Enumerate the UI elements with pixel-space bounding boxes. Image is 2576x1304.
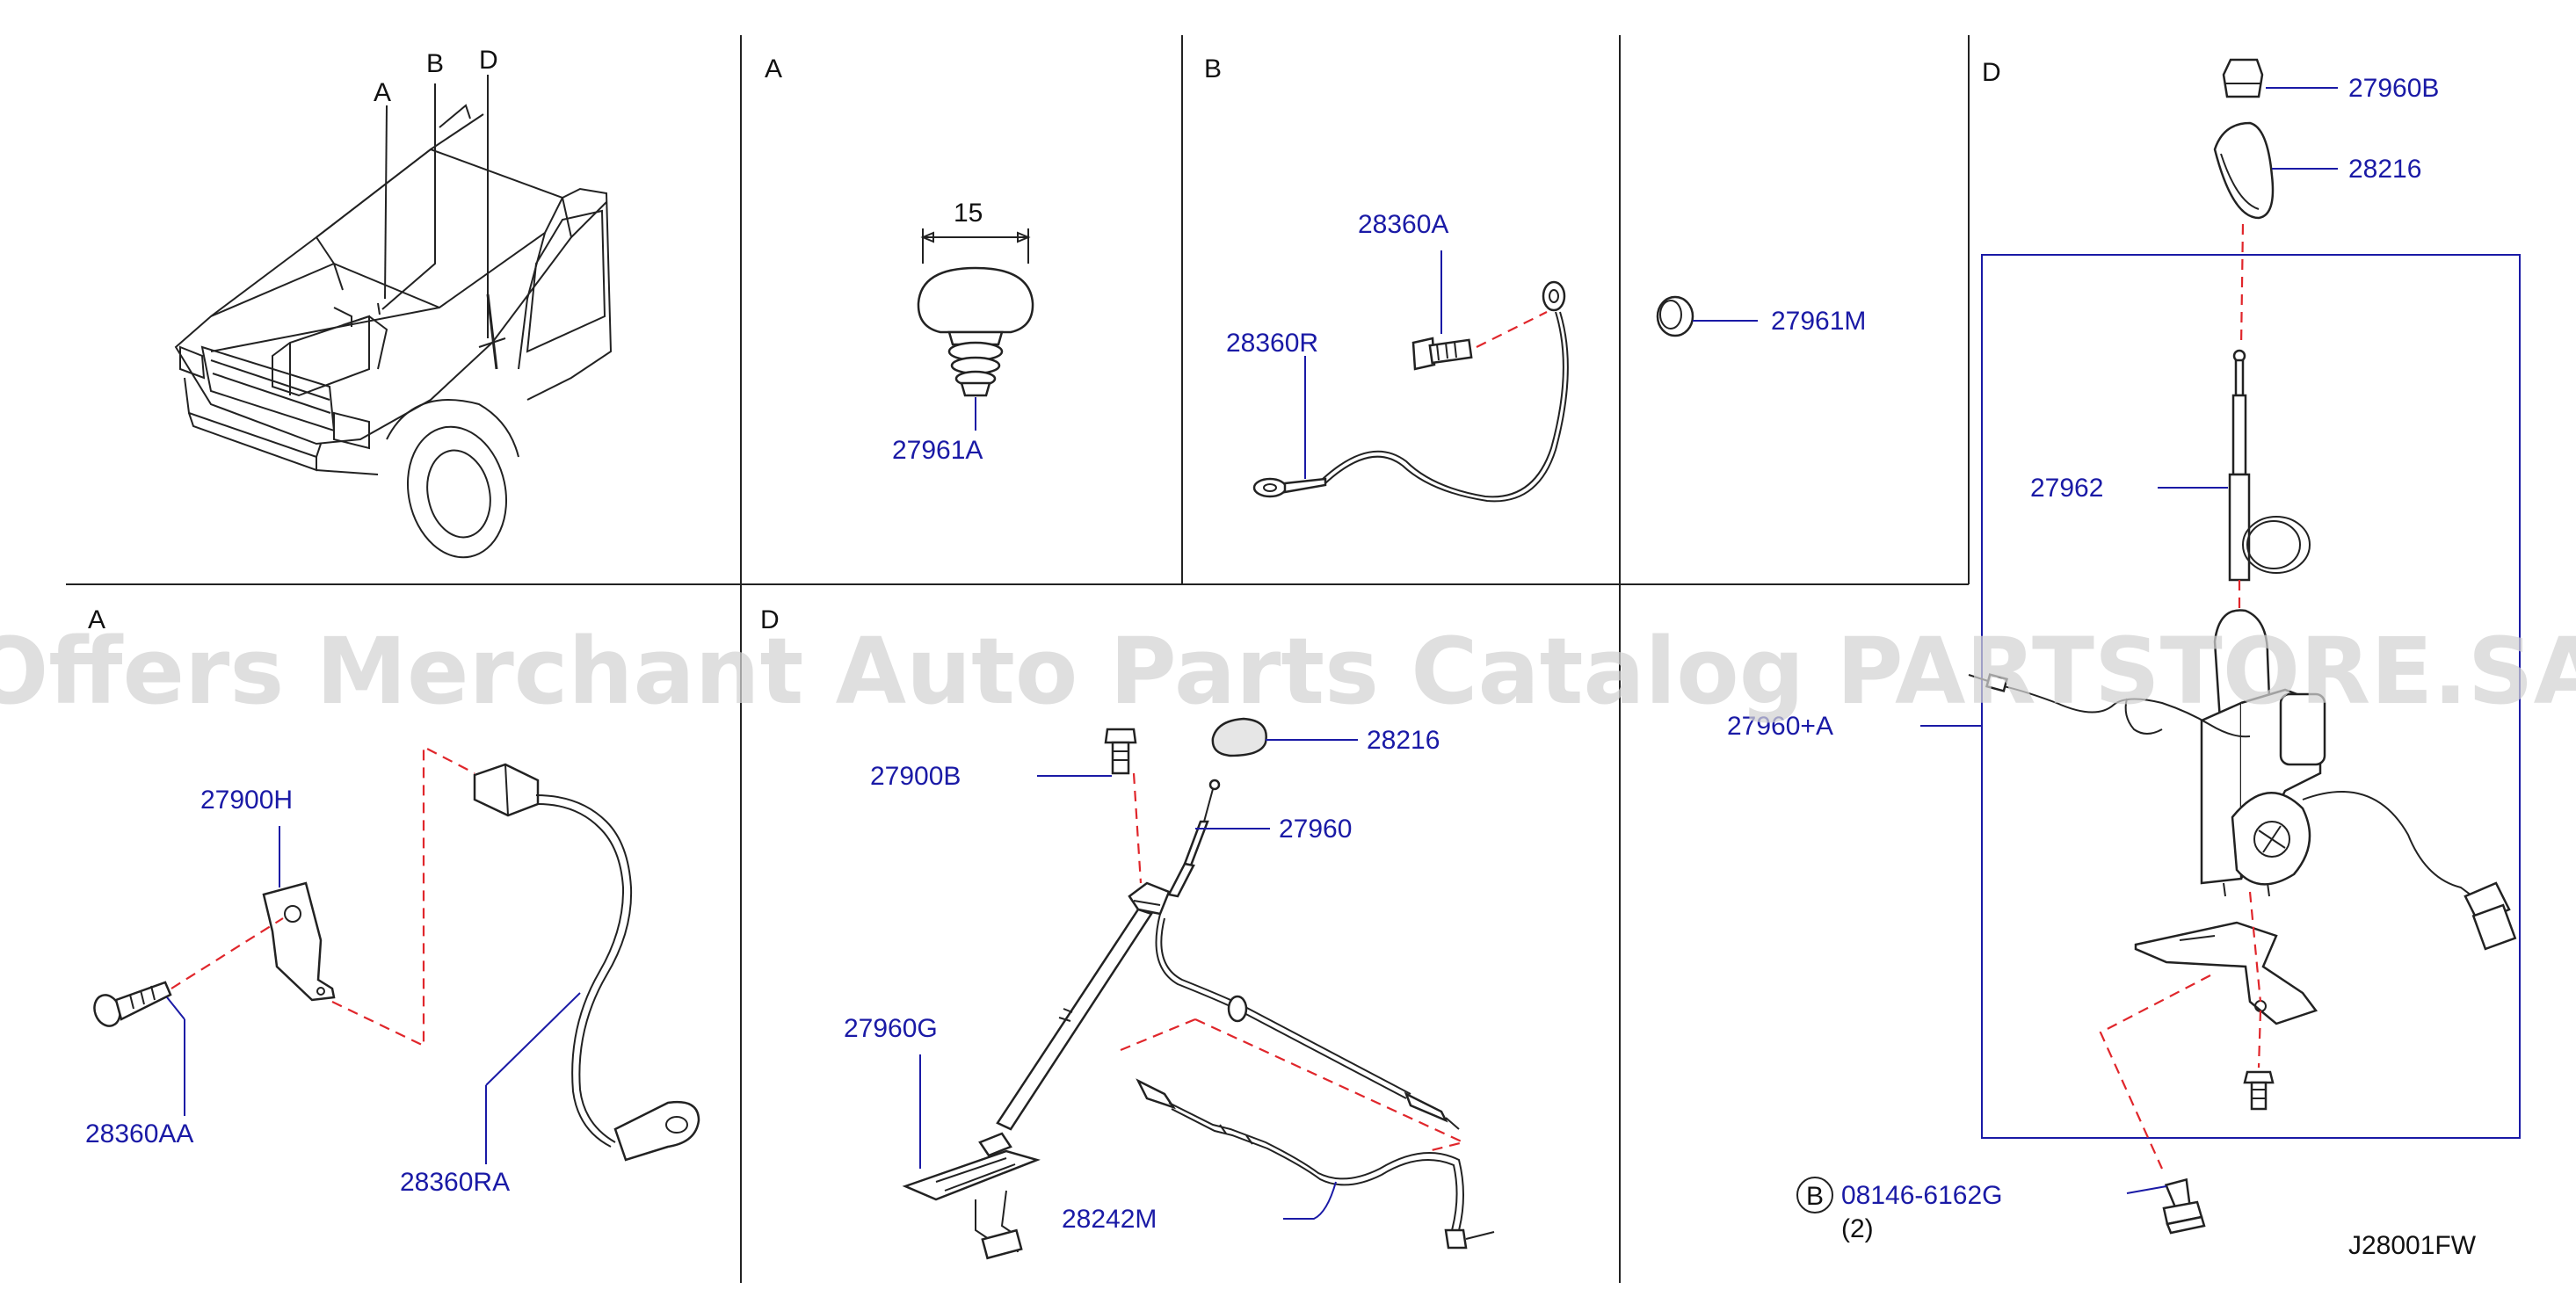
locator-b: B (426, 49, 444, 78)
part-27962[interactable]: 27962 (2030, 474, 2103, 503)
antenna-feeder-illustration (902, 717, 1495, 1260)
watermark: Offers Merchant Auto Parts Catalog PARTS… (0, 618, 2576, 725)
part-28242m[interactable]: 28242M (1062, 1205, 1157, 1234)
section-d-bottom-title: D (760, 605, 780, 634)
locator-a: A (374, 78, 391, 107)
part-28360r[interactable]: 28360R (1226, 329, 1318, 358)
part-27960-plus-a[interactable]: 27960+A (1727, 712, 1833, 741)
part-27900b[interactable]: 27900B (870, 762, 961, 791)
part-27960b[interactable]: 27960B (2348, 74, 2439, 103)
clip-dimension: 15 (954, 199, 983, 228)
bolt-callout-b: B (1796, 1177, 1833, 1213)
part-28360ra[interactable]: 28360RA (400, 1168, 510, 1197)
section-a-bottom-title: A (88, 605, 105, 634)
part-28216-top[interactable]: 28216 (2348, 155, 2421, 184)
panel-grid (66, 35, 1970, 1283)
part-27900h[interactable]: 27900H (200, 786, 293, 815)
clip-27961a-illustration (917, 228, 1034, 431)
bracket-cable-illustration (93, 745, 700, 1164)
locator-d: D (479, 46, 498, 75)
part-27960g[interactable]: 27960G (844, 1014, 938, 1043)
section-d-right-title: D (1982, 58, 2001, 87)
part-08146-6162g[interactable]: 08146-6162G (1841, 1181, 2003, 1210)
bolt-quantity: (2) (1841, 1214, 1874, 1243)
part-28360a[interactable]: 28360A (1358, 210, 1448, 239)
part-27960[interactable]: 27960 (1279, 815, 1352, 844)
section-a-top-title: A (765, 54, 782, 83)
part-27961a[interactable]: 27961A (892, 436, 983, 465)
part-27961m[interactable]: 27961M (1771, 307, 1866, 336)
antenna-assembly-illustration (1920, 58, 2521, 1235)
section-b-top-title: B (1204, 54, 1222, 83)
diagram-code: J28001FW (2348, 1231, 2477, 1260)
ground-cable-illustration (1252, 250, 1569, 503)
grommet-27961m-illustration (1656, 295, 1758, 337)
bolt-callout-letter: B (1806, 1182, 1824, 1211)
part-28360aa[interactable]: 28360AA (85, 1119, 193, 1148)
part-28216-bottom[interactable]: 28216 (1367, 726, 1440, 755)
vehicle-overview-illustration (174, 75, 613, 559)
